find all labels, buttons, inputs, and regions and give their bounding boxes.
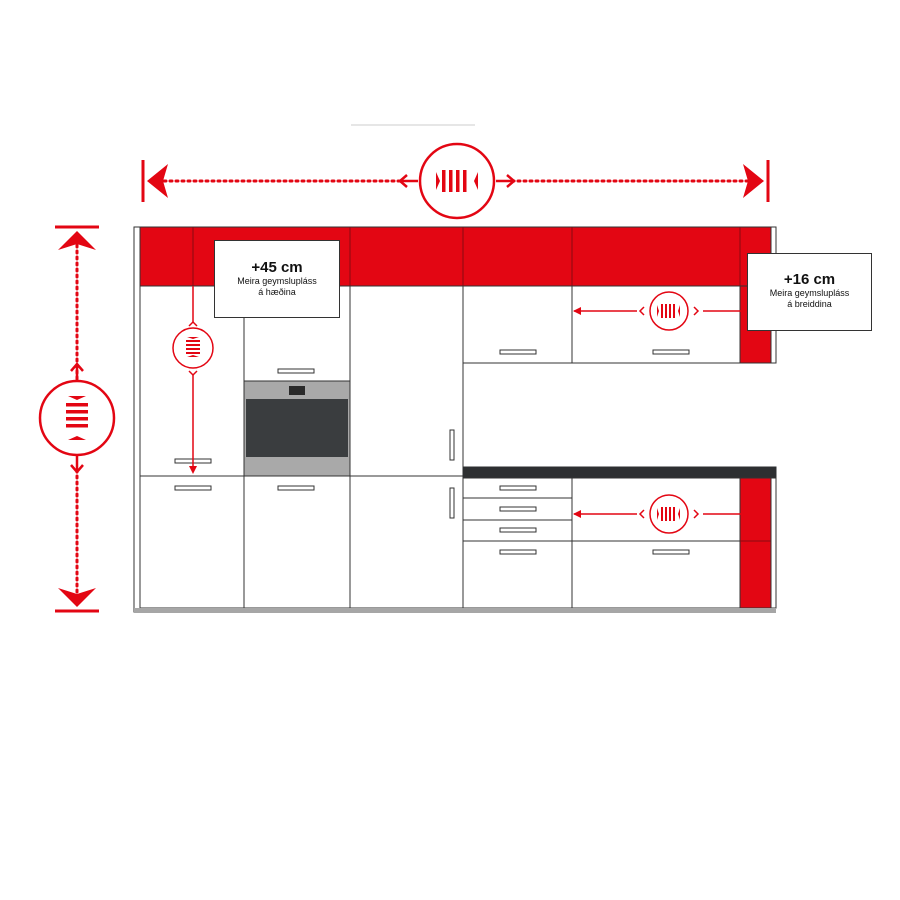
countertop (462, 466, 777, 479)
oven (243, 380, 351, 477)
floor-line (134, 608, 776, 613)
width-callout-line1: Meira geymslupláss (769, 288, 850, 298)
height-callout: +45 cm Meira geymslupláss á hæðina (214, 240, 340, 318)
height-callout-line1: Meira geymslupláss (237, 276, 317, 286)
horizontal-dimension-arrow-icon (141, 142, 770, 220)
width-callout-value: +16 cm (783, 271, 836, 288)
width-callout: +16 cm Meira geymslupláss á breiddina (747, 253, 872, 331)
height-callout-value: +45 cm (251, 259, 303, 276)
extra-width-column-lower (739, 477, 772, 609)
extension-icon (172, 286, 214, 474)
width-callout-line2: á breiddina (787, 299, 832, 309)
compress-icon (573, 291, 768, 331)
vertical-dimension-arrow-icon (38, 225, 116, 613)
extension-icon (573, 494, 741, 534)
height-callout-line2: á hæðina (258, 287, 296, 297)
